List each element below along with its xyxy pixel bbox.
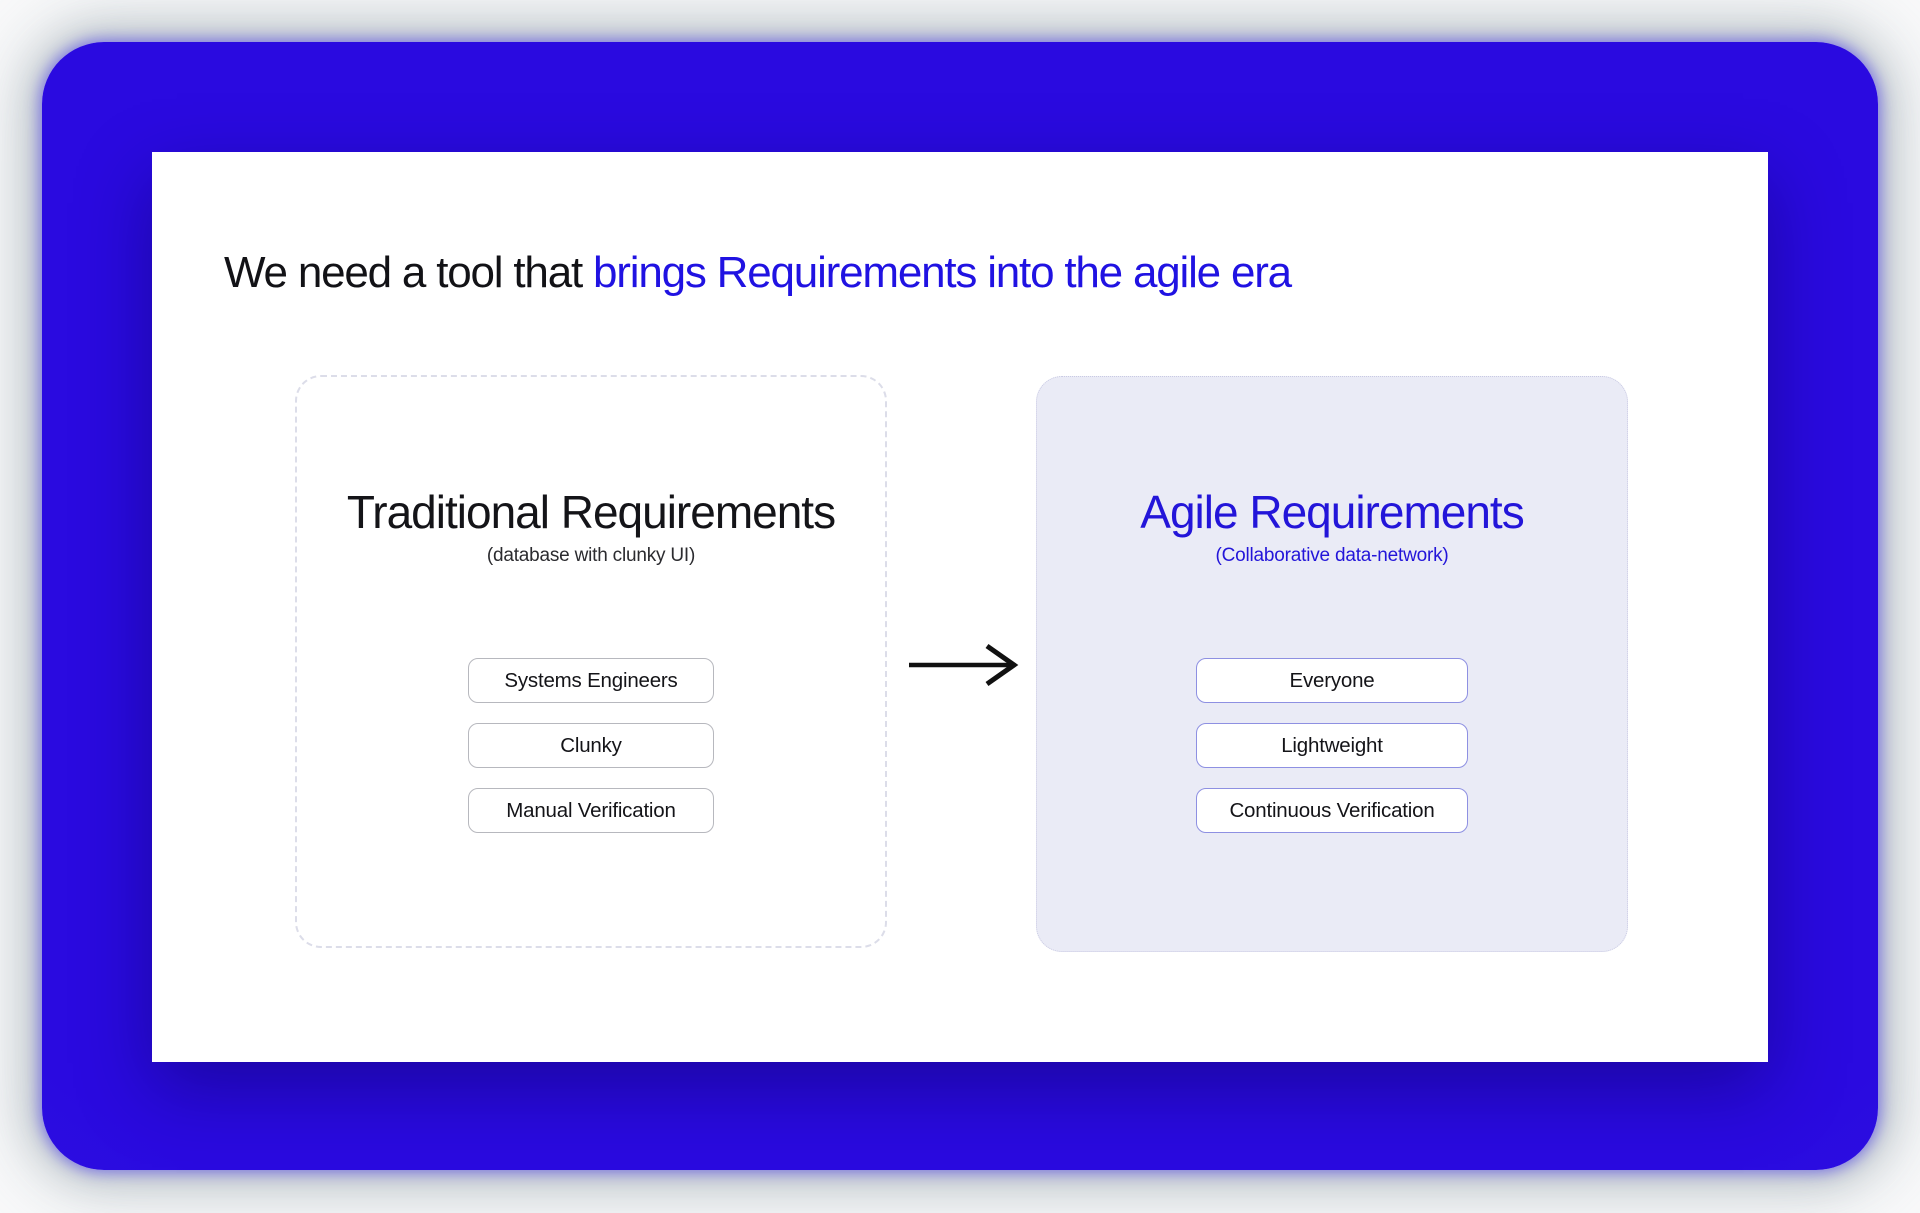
agile-item-everyone: Everyone — [1196, 658, 1468, 703]
blue-frame: We need a tool that brings Requirements … — [42, 42, 1878, 1170]
transition-arrow — [906, 639, 1022, 691]
traditional-item-clunky: Clunky — [468, 723, 714, 768]
right-arrow-icon — [909, 643, 1019, 687]
agile-requirements-panel: Agile Requirements (Collaborative data-n… — [1036, 376, 1628, 952]
traditional-item-list: Systems Engineers Clunky Manual Verifica… — [297, 658, 885, 833]
agile-item-list: Everyone Lightweight Continuous Verifica… — [1037, 658, 1627, 833]
agile-subtitle: (Collaborative data-network) — [1215, 545, 1449, 566]
traditional-subtitle: (database with clunky UI) — [486, 545, 696, 566]
traditional-item-manual-verification: Manual Verification — [468, 788, 714, 833]
agile-item-lightweight: Lightweight — [1196, 723, 1468, 768]
title-prefix: We need a tool that — [224, 248, 594, 297]
traditional-heading: Traditional Requirements — [346, 486, 836, 538]
slide-title: We need a tool that brings Requirements … — [224, 248, 1292, 299]
traditional-item-systems-engineers: Systems Engineers — [468, 658, 714, 703]
agile-heading: Agile Requirements — [1140, 486, 1524, 538]
traditional-requirements-panel: Traditional Requirements (database with … — [295, 375, 887, 948]
agile-item-continuous-verification: Continuous Verification — [1196, 788, 1468, 833]
title-highlight: brings Requirements into the agile era — [593, 248, 1292, 297]
slide-card: We need a tool that brings Requirements … — [152, 152, 1768, 1062]
